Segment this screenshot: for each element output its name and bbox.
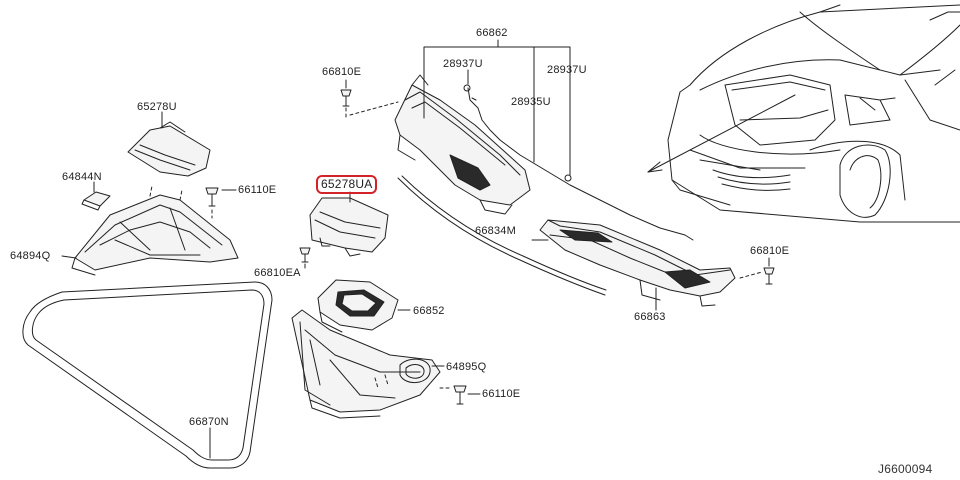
- cowl-top-66863: [539, 219, 736, 307]
- hose-joint: [463, 84, 471, 92]
- leader-66862: [423, 39, 571, 176]
- leader-64894Q: [61, 255, 77, 259]
- part-label-66834M: 66834M: [475, 225, 516, 237]
- pad-64844N: [81, 191, 111, 211]
- part-label-66110E-b: 66110E: [482, 388, 521, 400]
- diagram-reference-code: J6600094: [878, 462, 933, 476]
- part-label-66852: 66852: [413, 305, 445, 317]
- screw-66110E-left: [205, 187, 237, 219]
- clip-66810EA: [299, 247, 311, 263]
- part-label-66863: 66863: [634, 311, 666, 323]
- part-label-66810E-a: 66810E: [322, 66, 362, 78]
- cover-65278UA: [309, 197, 389, 257]
- clip-66810E-left: [340, 79, 399, 119]
- cover-65278U: [127, 121, 211, 177]
- part-label-66862: 66862: [476, 27, 508, 39]
- screw-66110E-bottom: [439, 385, 481, 405]
- part-label-66810EA: 66810EA: [254, 267, 301, 279]
- arrow-head-icon: [647, 161, 663, 173]
- seal-loop-66870N: [22, 281, 273, 469]
- car-outline: [667, 4, 960, 223]
- part-label-28935U: 28935U: [511, 96, 551, 108]
- location-arrow: [647, 94, 796, 173]
- part-label-64895Q: 64895Q: [446, 361, 487, 373]
- part-label-66870N: 66870N: [189, 416, 229, 428]
- part-label-66810E-b: 66810E: [750, 245, 790, 257]
- clip-66810E-right: [739, 257, 775, 285]
- part-66852: [317, 279, 399, 333]
- part-label-65278UA-highlighted: 65278UA: [316, 175, 378, 194]
- part-label-64894Q: 64894Q: [10, 250, 51, 262]
- part-label-28937U-b: 28937U: [547, 64, 587, 76]
- panel-64894Q: [71, 185, 239, 276]
- cowl-top-66862: [394, 74, 531, 215]
- seal-66834M: [397, 177, 606, 296]
- hose-clip: [564, 174, 572, 182]
- part-label-28937U-a: 28937U: [443, 58, 483, 70]
- part-label-66110E-a: 66110E: [238, 184, 277, 196]
- part-label-64844N: 64844N: [62, 171, 102, 183]
- panel-64895Q: [291, 309, 441, 419]
- part-label-65278U: 65278U: [137, 101, 177, 113]
- washer-hose-28935U: [467, 87, 694, 241]
